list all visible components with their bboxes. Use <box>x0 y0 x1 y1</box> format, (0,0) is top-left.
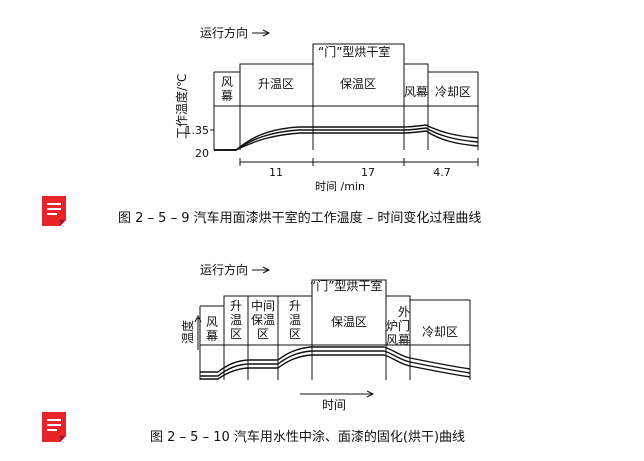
fig1-x-tick-3: 4.7 <box>433 166 451 179</box>
fig2-zone-outer-door-b: 炉门 <box>386 318 410 333</box>
fig2-zone-outer-door-c: 风幕 <box>386 333 410 347</box>
fig2-direction-arrowhead <box>262 266 271 274</box>
fig2-zone-heating-2c: 区 <box>289 327 301 341</box>
fig1-zone-air-curtain-1b: 幕 <box>221 89 233 103</box>
fig1-y-axis-label: 工作温度/℃ <box>174 73 189 139</box>
fig2-zone-heating-1b: 温 <box>230 313 242 327</box>
document-icon <box>42 196 66 226</box>
fig2-zone-heating-1a: 升 <box>230 299 242 313</box>
fig1-zone-air-curtain-1: 风 <box>221 75 233 89</box>
fig1-direction-label: 运行方向 <box>200 25 248 40</box>
fig2-zone-outer-door-a: 外 <box>398 305 410 319</box>
fig2-x-axis-label: 时间 <box>322 398 346 412</box>
document-icon <box>42 412 66 442</box>
fig2-oven-label: “门”型烘干室 <box>310 278 382 293</box>
fig1-zone-heating: 升温区 <box>258 77 294 91</box>
fig2-zone-outline <box>199 279 471 380</box>
fig2-zone-heating-1c: 区 <box>230 327 242 341</box>
fig2-curves <box>200 346 471 380</box>
fig2-zone-air-curtain-1a: 风 <box>206 315 218 329</box>
fig1-oven-label: “门”型烘干室 <box>318 44 390 59</box>
fig1-y-tick-2: 20 <box>195 147 209 160</box>
fig1-zone-cooling: 冷却区 <box>435 85 471 99</box>
fig1-x-tick-2: 17 <box>361 166 375 179</box>
fig1-zone-air-curtain-2: 风幕 <box>404 85 428 99</box>
fig2-zone-cooling: 冷却区 <box>422 325 458 339</box>
fig1-direction-arrowhead <box>262 29 271 37</box>
fig1-curve-1 <box>214 124 479 151</box>
fig2-zone-mid-holding-c: 区 <box>257 327 269 341</box>
fig1-curve-2 <box>214 127 479 151</box>
fig1-zone-holding: 保温区 <box>340 77 376 91</box>
figure-1: 运行方向 “门”型烘干室 工作温度/℃ 风 幕 升温区 保温区 风幕 冷却区 1… <box>174 25 479 193</box>
fig1-x-axis-label: 时间 /min <box>315 180 365 193</box>
figure-2: 运行方向 “门”型烘干室 温度 风 幕 升 温 区 中间 保温 <box>180 262 471 412</box>
fig2-zone-air-curtain-1b: 幕 <box>206 329 218 343</box>
fig2-zone-heating-2a: 升 <box>289 299 301 313</box>
fig2-curve-1 <box>200 346 471 373</box>
fig2-zone-heating-2b: 温 <box>289 313 301 327</box>
fig1-y-tick-1: 1.35 <box>185 124 210 137</box>
fig1-curve-3 <box>214 130 479 151</box>
fig2-curve-2 <box>200 350 471 377</box>
fig1-x-tick-1: 11 <box>269 166 283 179</box>
fig2-zone-mid-holding-b: 保温 <box>251 313 275 327</box>
fig1-curves <box>214 124 479 151</box>
fig2-caption: 图 2 – 5 – 10 汽车用水性中涂、面漆的固化(烘干)曲线 <box>150 429 465 445</box>
fig1-zone-outline <box>213 43 479 150</box>
fig2-zone-mid-holding-a: 中间 <box>251 298 275 313</box>
fig2-zone-holding: 保温区 <box>331 315 367 329</box>
fig2-y-axis-label: 温度 <box>180 320 195 344</box>
fig1-caption: 图 2 – 5 – 9 汽车用面漆烘干室的工作温度 – 时间变化过程曲线 <box>118 210 481 226</box>
fig2-direction-label: 运行方向 <box>200 262 248 277</box>
fig2-curve-3 <box>200 354 471 380</box>
